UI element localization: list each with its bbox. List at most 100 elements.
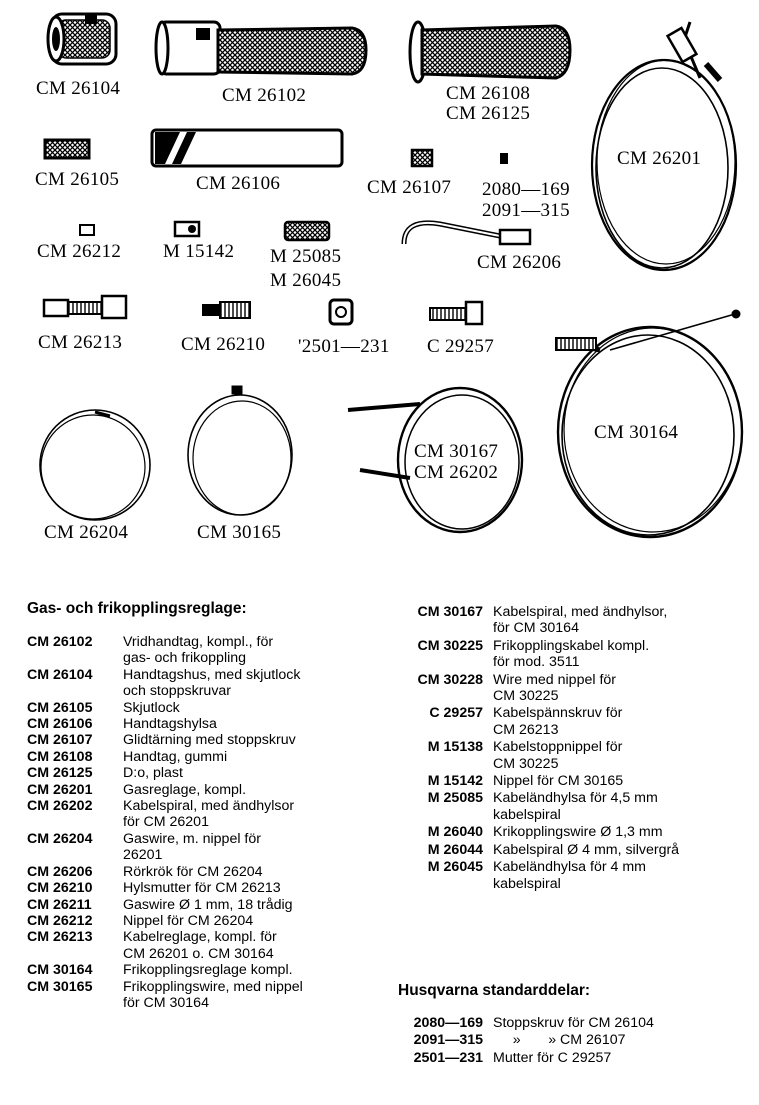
part-description: Kabelspännskruv för CM 26213 — [493, 705, 623, 738]
label-m25085: M 25085 — [270, 246, 342, 267]
parts-list-row: CM 26108 Handtag, gummi — [27, 749, 377, 765]
part-number: M 26045 — [427, 859, 483, 876]
part-description: Frikopplingskabel kompl. för mod. 3511 — [493, 637, 650, 671]
part-number: CM 26213 — [27, 929, 93, 946]
part-number: CM 26108 — [27, 748, 93, 765]
part-description: Nippel för CM 26204 — [123, 912, 254, 929]
label-cm30167: CM 30167 — [414, 441, 499, 462]
clutch-control-coil-drawing — [555, 309, 744, 539]
parts-list-row: CM 26210 Hylsmutter för CM 26213 — [27, 880, 377, 896]
part-number: CM 26202 — [27, 798, 93, 815]
label-m26045: M 26045 — [270, 270, 342, 291]
part-description: Hylsmutter för CM 26213 — [123, 880, 281, 897]
part-description: Handtagshus, med skjutlock och stoppskru… — [123, 666, 301, 700]
parts-list-row: CM 26211 Gaswire Ø 1 mm, 18 trådig — [27, 897, 377, 913]
rubber-grip-drawing — [408, 20, 572, 84]
part-number: CM 30164 — [27, 962, 93, 979]
label-cm26102: CM 26102 — [222, 85, 307, 106]
label-cm30165: CM 30165 — [197, 522, 282, 543]
part-description: Gasreglage, kompl. — [123, 781, 247, 798]
parts-list-row: CM 26202 Kabelspiral, med ändhylsor för C… — [27, 798, 377, 831]
label-cm26125: CM 26125 — [446, 103, 531, 124]
parts-list-row: M 15138 Kabelstoppnippel för CM 30225 — [398, 739, 748, 772]
part-number: CM 30165 — [27, 978, 93, 995]
label-cm30164: CM 30164 — [594, 422, 679, 443]
part-number: CM 30225 — [417, 637, 483, 654]
tension-screw-drawing — [429, 300, 484, 326]
part-number: M 25085 — [427, 790, 483, 807]
part-description: Frikopplingswire, med nippel för CM 3016… — [123, 978, 303, 1011]
part-description: Glidtärning med stoppskruv — [123, 732, 296, 749]
label-cm26206: CM 26206 — [477, 252, 562, 273]
label-cm26213: CM 26213 — [38, 332, 123, 353]
part-description: Rörkrök för CM 26204 — [123, 863, 263, 880]
cable-spiral-coil-drawing — [347, 386, 524, 534]
parts-list-row: CM 26104 Handtagshus, med skjutlock och s… — [27, 667, 377, 700]
part-description: Kabelspiral, med ändhylsor, för CM 30164 — [493, 604, 668, 637]
section-heading-standard: Husqvarna standarddelar: — [398, 982, 591, 999]
part-description: Kabelreglage, kompl. för CM 26201 o. CM … — [123, 929, 277, 962]
part-description: Kabelspiral, med ändhylsor för CM 26201 — [123, 798, 295, 831]
label-cm26107: CM 26107 — [367, 177, 452, 198]
part-number: CM 26102 — [27, 634, 93, 650]
parts-list-row: M 26045 Kabeländhylsa för 4 mm kabelspira… — [398, 859, 748, 892]
label-cm26108: CM 26108 — [446, 83, 531, 104]
parts-list-row: CM 26206 Rörkrök för CM 26204 — [27, 864, 377, 880]
right-parts-list: CM 30167 Kabelspiral, med ändhylsor, för … — [398, 604, 748, 893]
part-number: CM 26211 — [27, 896, 92, 913]
part-number: M 15138 — [427, 739, 483, 756]
cable-end-sleeve-drawing — [283, 220, 331, 242]
slide-cover-drawing — [43, 138, 91, 160]
part-number: CM 26106 — [27, 716, 93, 733]
part-description: D:o, plast — [123, 765, 183, 782]
left-parts-list: CM 26102 Vridhandtag, kompl., för gas- oc… — [27, 634, 377, 1011]
cable-adjuster-drawing — [42, 294, 128, 320]
twist-grip-drawing — [154, 20, 368, 76]
part-number: CM 26104 — [27, 666, 93, 683]
part-description: Gaswire, m. nippel för 26201 — [123, 830, 261, 864]
part-number: CM 26107 — [27, 732, 93, 749]
parts-list-row: CM 26102 Vridhandtag, kompl., för gas- oc… — [27, 634, 377, 667]
label-c29257: C 29257 — [427, 336, 495, 357]
parts-list-row: CM 26107 Glidtärning med stoppskruv — [27, 732, 377, 748]
handle-sleeve-drawing — [150, 128, 344, 168]
part-description: » » CM 26107 — [493, 1032, 626, 1049]
part-description: Handtag, gummi — [123, 748, 228, 765]
slide-block-drawing — [410, 148, 434, 168]
part-number: CM 26210 — [27, 880, 93, 897]
part-number: CM 26204 — [27, 830, 93, 847]
part-number: 2501—231 — [413, 1049, 483, 1066]
part-number: CM 26201 — [27, 781, 93, 798]
part-description: Vridhandtag, kompl., för gas- och frikop… — [123, 634, 274, 667]
label-2080-169: 2080—169 — [482, 179, 570, 200]
part-number: CM 30167 — [417, 604, 483, 620]
part-number: CM 26206 — [27, 863, 93, 880]
section-heading-gas: Gas- och frikopplingsreglage: — [27, 600, 247, 617]
label-cm26106: CM 26106 — [196, 173, 281, 194]
part-number: CM 26105 — [27, 699, 93, 716]
part-description: Krikopplingswire Ø 1,3 mm — [493, 824, 663, 841]
part-description: Handtagshylsa — [123, 716, 217, 733]
part-description: Kabeländhylsa för 4 mm kabelspiral — [493, 859, 646, 892]
parts-list-row: CM 30225 Frikopplingskabel kompl. för mod… — [398, 638, 748, 671]
parts-list-row: CM 26213 Kabelreglage, kompl. för CM 2620… — [27, 929, 377, 962]
label-cm26212: CM 26212 — [37, 241, 122, 262]
label-m15142: M 15142 — [163, 241, 235, 262]
part-description: Wire med nippel för CM 30225 — [493, 671, 617, 705]
label-2501-231: '2501—231 — [298, 336, 390, 357]
clutch-wire-coil-drawing — [187, 385, 293, 516]
part-number: 2091—315 — [413, 1032, 483, 1049]
part-description: Kabelstoppnippel för CM 30225 — [493, 739, 623, 772]
part-number: 2080—169 — [413, 1015, 483, 1031]
parts-list-row: CM 26201 Gasreglage, kompl. — [27, 782, 377, 798]
part-description: Nippel för CM 30165 — [493, 773, 624, 790]
part-description: Gaswire Ø 1 mm, 18 trådig — [123, 896, 293, 913]
label-cm26210: CM 26210 — [181, 334, 266, 355]
